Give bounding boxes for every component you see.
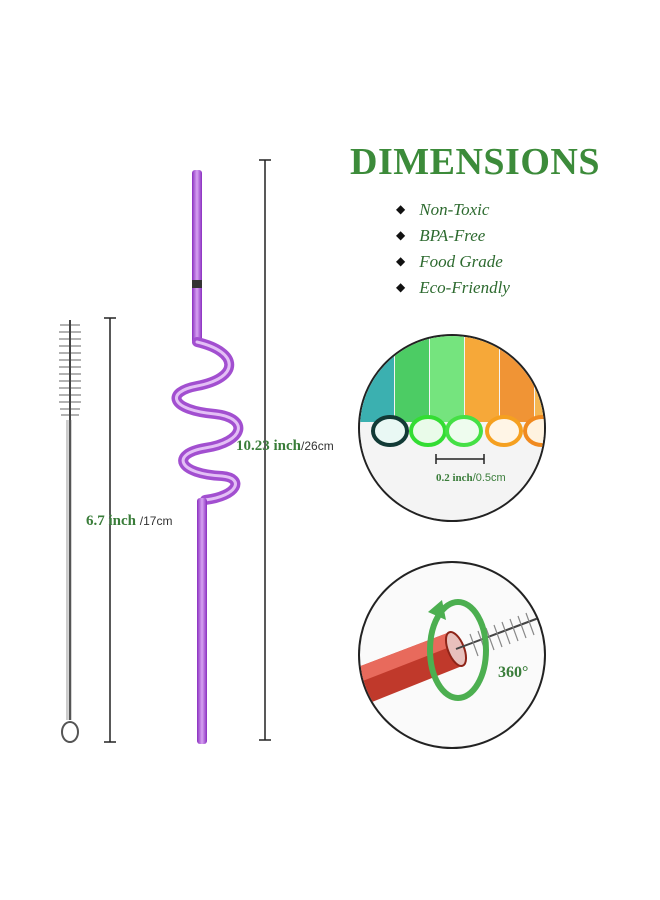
brush-icon xyxy=(59,320,81,743)
diameter-unit: /0.5cm xyxy=(472,472,506,484)
straw-dimension-line xyxy=(259,159,271,741)
diamond-bullet-icon: ◆ xyxy=(396,228,406,242)
straw-length-value: 10.23 inch xyxy=(236,438,302,454)
spiral-straw-icon xyxy=(171,170,244,744)
feature-label: Non-Toxic xyxy=(419,200,490,219)
feature-label: Food Grade xyxy=(419,252,503,271)
feature-item: ◆ Food Grade xyxy=(396,252,503,272)
feature-item: ◆ Non-Toxic xyxy=(396,200,489,220)
brush-length-value: 6.7 inch xyxy=(86,513,137,529)
rotation-arrow-icon xyxy=(427,599,489,701)
straw-length-unit: /26cm xyxy=(301,439,334,453)
brush-length-label: 6.7 inch /17cm xyxy=(86,513,172,530)
feature-label: Eco-Friendly xyxy=(419,278,510,297)
feature-item: ◆ BPA-Free xyxy=(396,226,485,246)
straw-colors-circle xyxy=(358,334,546,522)
straw-length-label: 10.23 inch/26cm xyxy=(236,438,334,455)
brush-length-unit: /17cm xyxy=(139,514,173,528)
brush-dimension-line xyxy=(104,317,116,743)
diamond-bullet-icon: ◆ xyxy=(396,202,406,216)
diamond-bullet-icon: ◆ xyxy=(396,280,406,294)
feature-label: BPA-Free xyxy=(419,226,486,245)
rotation-label: 360° xyxy=(498,664,529,681)
page-title: DIMENSIONS xyxy=(350,141,600,183)
cleaning-circle xyxy=(358,561,546,749)
diameter-value: 0.2 inch xyxy=(436,472,473,484)
diamond-bullet-icon: ◆ xyxy=(396,254,406,268)
diameter-label: 0.2 inch/0.5cm xyxy=(436,472,506,484)
feature-item: ◆ Eco-Friendly xyxy=(396,278,510,298)
